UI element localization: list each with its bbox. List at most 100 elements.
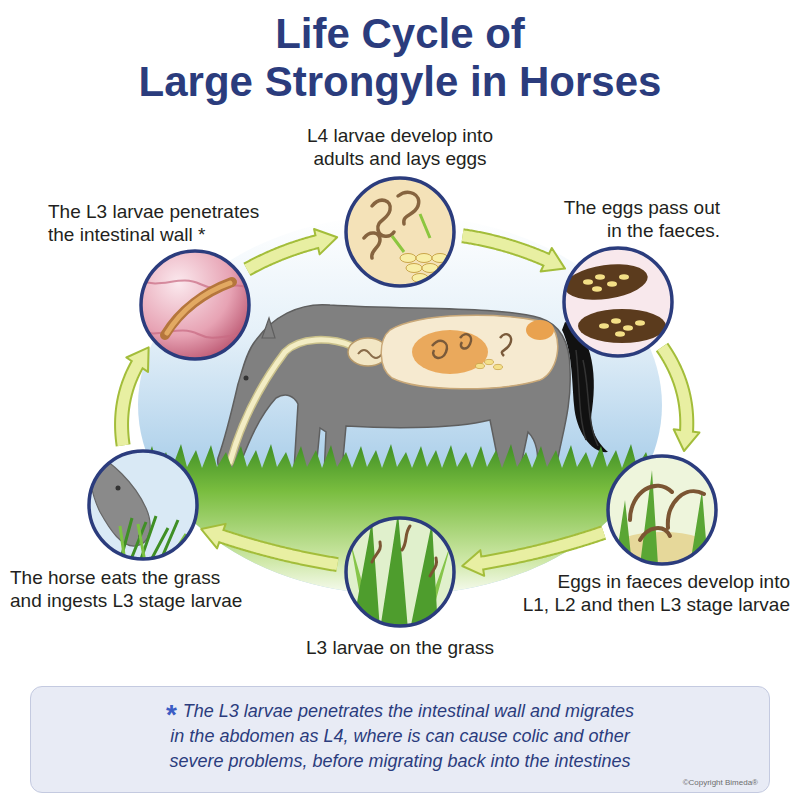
caption: The L3 larvae penetrates the intestinal … [48,200,259,246]
rectum [526,320,554,340]
grazing-art [88,450,198,562]
circle-border [89,451,197,559]
circle-outline [606,454,718,566]
stage-caption: The eggs pass out in the faeces. [564,196,720,242]
copyright-note: ©Copyright Bimeda® [683,778,758,788]
cycle-arrow [247,229,337,269]
larvae-development-art [607,455,717,568]
stage-circle: Eggs in faeces develop into L1, L2 and t… [606,454,718,566]
arrow-body [480,533,603,564]
stage-caption: L4 larvae develop into adults and lays e… [307,124,493,170]
footnote-marker: * [166,699,177,730]
egg [406,264,422,273]
cycle-arrow [662,347,699,451]
adult-worm [364,233,380,258]
wall-folds [138,280,253,338]
cycle-arrow [201,524,337,565]
larva [668,491,704,528]
gut-worm [460,334,471,348]
larva [165,282,232,335]
adult-worm [398,192,419,224]
larva-highlight [167,283,230,333]
caption: The horse eats the grass and ingests L3 … [10,566,242,612]
intestinal-wall-art [138,250,253,360]
circle-outline [87,449,199,561]
intestines [381,315,557,388]
horse-eye [116,486,121,491]
caption: The eggs pass out in the faeces. [564,196,720,242]
gut-egg [476,363,485,368]
cycle-arrow [122,347,149,445]
gullet [230,340,352,462]
circle-outline [562,246,674,358]
stage-circle: The eggs pass out in the faeces. [562,246,674,358]
egg [595,274,605,280]
gut-worm [432,341,447,358]
footnote-text: The L3 larvae penetrates the intestinal … [169,701,634,771]
tail-strands [576,350,598,446]
egg [416,254,432,263]
gut-worm [500,334,511,356]
stage-circle: L4 larvae develop into adults and lays e… [344,176,456,288]
circle-border [346,178,454,286]
faeces-art [562,247,673,357]
cycle-arrow [463,236,565,272]
pointer-arrow [392,214,430,252]
gullet-outline [230,340,352,462]
adult-worm [372,200,394,236]
egg [607,281,617,287]
adult-worms-art [345,177,455,287]
arrow-body [463,236,548,261]
arrow-body [219,535,337,564]
art-ground [563,247,673,357]
horse-ear [262,318,275,338]
footnote-box: *The L3 larvae penetrates the intestinal… [30,686,770,793]
stage-caption: The horse eats the grass and ingests L3 … [10,566,242,612]
stage-caption: The L3 larvae penetrates the intestinal … [48,200,259,246]
larva [640,528,670,540]
stage-circle: The L3 larvae penetrates the intestinal … [139,249,251,361]
stage-caption: L3 larvae on the grass [306,636,494,659]
circle-border [564,248,672,356]
stage-caption: Eggs in faeces develop into L1, L2 and t… [523,570,790,616]
arrow-body [247,241,319,269]
title: Life Cycle of Large Strongyle in Horses [0,10,800,106]
caption: L4 larvae develop into adults and lays e… [307,124,493,170]
egg [599,323,609,329]
stage-circle: L3 larvae on the grass [344,516,456,628]
stage-circle: The horse eats the grass and ingests L3 … [87,449,199,561]
circle-outline [139,249,251,361]
gut-egg [485,359,494,364]
arrow-body [662,347,687,433]
arrow-body [122,363,139,445]
larvae-on-grass-art [345,512,455,630]
art-ground [140,250,250,360]
circle-outline [344,176,456,288]
egg [611,318,621,324]
grass-tuft [120,516,178,562]
egg [592,286,602,292]
egg [623,325,633,331]
larva [430,558,437,576]
circle-border [608,456,716,564]
dung [578,309,666,343]
egg [615,331,625,337]
egg [583,279,593,285]
egg [635,320,645,326]
larva [372,542,380,562]
caption: Eggs in faeces develop into L1, L2 and t… [523,570,790,616]
intestine-section [412,330,488,374]
caption: L3 larvae on the grass [306,636,494,659]
horse-eye [244,376,249,381]
gut-egg [494,364,503,369]
egg [619,274,629,280]
circle-outline [344,516,456,628]
cycle-arrow [462,533,603,576]
dung [562,259,650,304]
larva [630,486,672,520]
circle-border [141,251,249,359]
circle-border [346,518,454,626]
art-ground [345,177,455,287]
larva [402,526,410,550]
